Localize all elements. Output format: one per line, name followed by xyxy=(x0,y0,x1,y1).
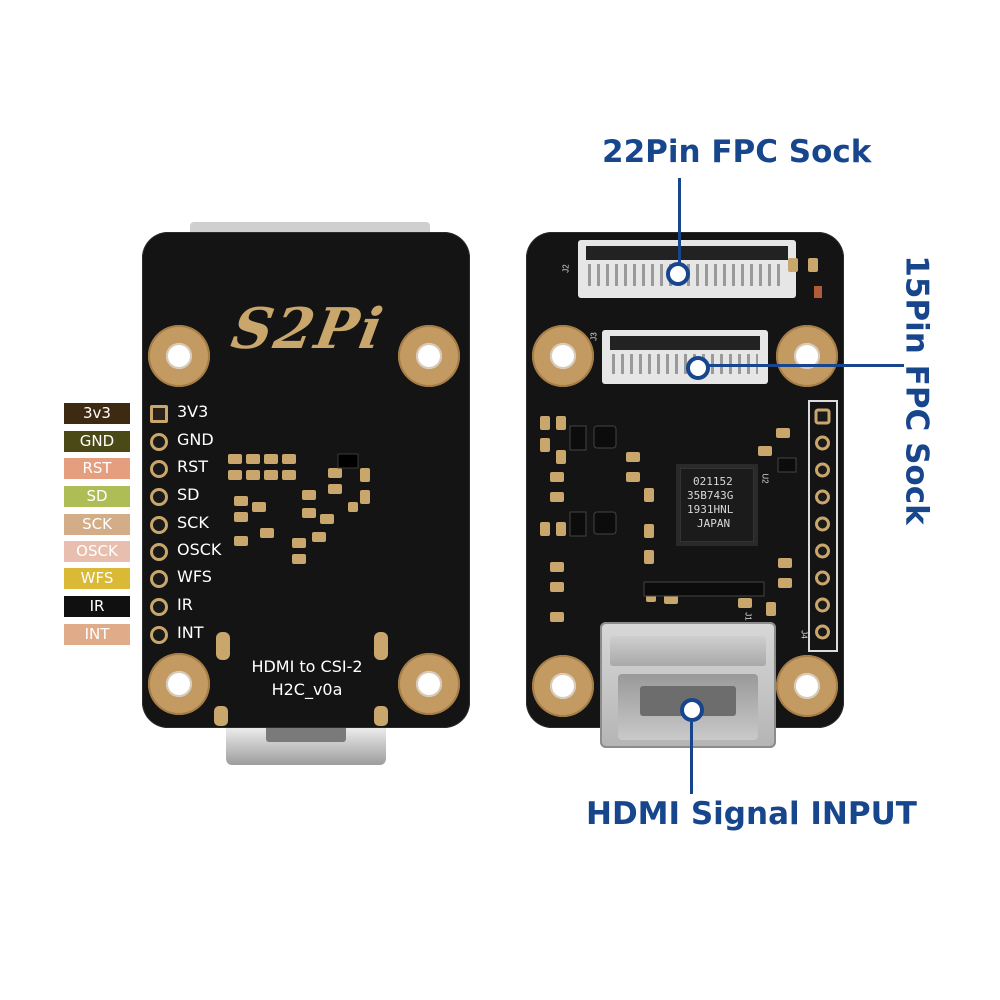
pin-label: IR xyxy=(177,595,193,614)
hdmi-receptacle xyxy=(600,622,776,748)
pin-tag-sck: SCK xyxy=(64,514,130,535)
pin-tag-gnd: GND xyxy=(64,431,130,452)
pin-tag-wfs: WFS xyxy=(64,568,130,589)
right-mount-hole-bl xyxy=(532,655,594,717)
pin-label: INT xyxy=(177,623,204,642)
pin-pad xyxy=(150,626,168,644)
pin-header-frame xyxy=(808,400,838,652)
right-mount-hole-tl xyxy=(532,325,594,387)
callout-fpc22-label: 22Pin FPC Sock xyxy=(602,134,872,170)
pin-pad xyxy=(150,460,168,478)
callout-hdmi-line xyxy=(690,722,693,794)
pin-tag-osck: OSCK xyxy=(64,541,130,562)
left-board-pcb xyxy=(142,232,470,728)
pin-label: SD xyxy=(177,485,200,504)
pin-pad xyxy=(150,405,168,423)
pin-tag-ir: IR xyxy=(64,596,130,617)
callout-fpc15-line xyxy=(704,364,904,367)
pin-pad xyxy=(150,543,168,561)
fpc-15pin-connector xyxy=(602,330,768,384)
chip-text-2: 35B743G xyxy=(687,489,734,502)
left-board-components xyxy=(214,453,388,726)
pin-tag-3v3: 3v3 xyxy=(64,403,130,424)
main-chip: 021152 35B743G 1931HNL JAPAN xyxy=(680,468,754,542)
right-mount-hole-br xyxy=(776,655,838,717)
pin-header-pads xyxy=(814,408,831,640)
chip-text-3: 1931HNL xyxy=(687,503,734,516)
callout-fpc15-dot xyxy=(686,356,710,380)
board-text-line1: HDMI to CSI-2 xyxy=(251,657,363,676)
board-text-line2: H2C_v0a xyxy=(271,680,343,699)
right-board-components xyxy=(540,258,822,622)
pin-label: 3V3 xyxy=(177,402,209,421)
right-mount-hole-tr xyxy=(776,325,838,387)
pin-label: SCK xyxy=(177,513,209,532)
callout-hdmi-label: HDMI Signal INPUT xyxy=(586,796,917,832)
callout-fpc15-label: 15Pin FPC Sock xyxy=(898,255,935,525)
callout-hdmi-dot xyxy=(680,698,704,722)
pin-label: WFS xyxy=(177,567,212,586)
pin-tag-sd: SD xyxy=(64,486,130,507)
pin-pad xyxy=(150,488,168,506)
pin-tag-rst: RST xyxy=(64,458,130,479)
callout-fpc22-dot xyxy=(666,262,690,286)
pin-pad xyxy=(150,433,168,451)
pin-label: OSCK xyxy=(177,540,222,559)
callout-fpc22-line xyxy=(678,178,681,270)
pin-pad xyxy=(150,570,168,588)
pin-label: GND xyxy=(177,430,214,449)
left-mount-hole-bl xyxy=(148,653,210,715)
left-mount-hole-br xyxy=(398,653,460,715)
pin-label: RST xyxy=(177,457,209,476)
pin-pad xyxy=(150,598,168,616)
left-mount-hole-tr xyxy=(398,325,460,387)
pin-pad xyxy=(150,516,168,534)
chip-text-4: JAPAN xyxy=(697,517,731,530)
chip-text-1: 021152 xyxy=(693,475,733,488)
left-mount-hole-tl xyxy=(148,325,210,387)
pin-tag-int: INT xyxy=(64,624,130,645)
